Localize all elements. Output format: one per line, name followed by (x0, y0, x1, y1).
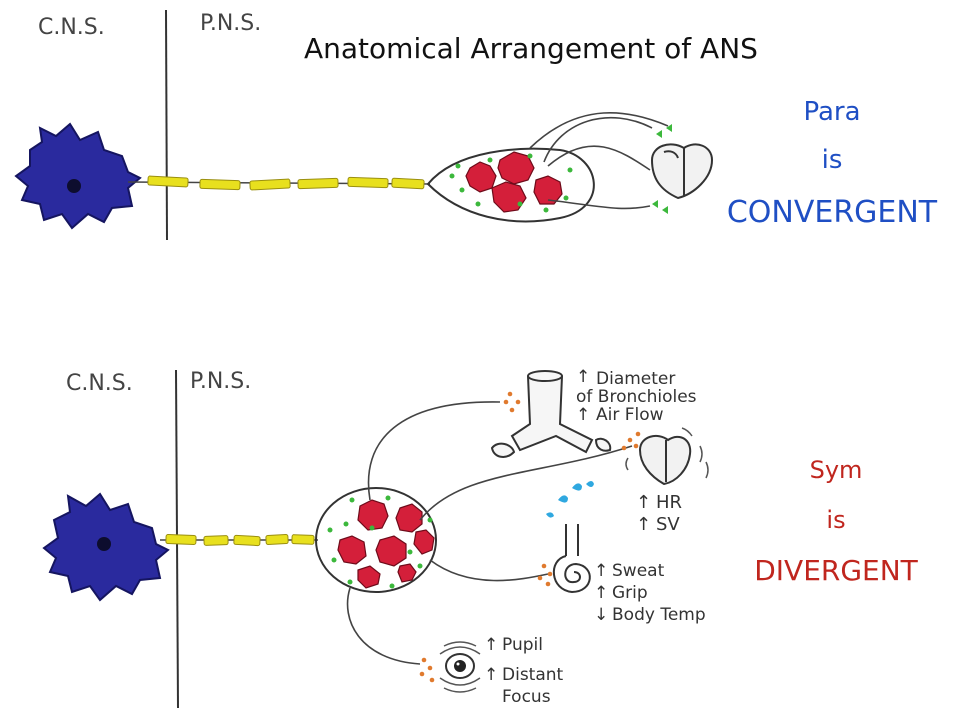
heart-effect-2: SV (656, 514, 680, 535)
heart-effects: ↑ HR ↑ SV (636, 492, 682, 535)
up-arrow-icon: ↑ (576, 405, 590, 425)
up-arrow-icon: ↑ (636, 514, 651, 535)
top-synaptic-dots (449, 153, 573, 213)
skin-effect-3: Body Temp (612, 605, 706, 625)
skin-effect-2: Grip (612, 583, 648, 603)
top-cns-pns-divider (165, 9, 168, 241)
eye-effect-2: Distant (502, 665, 564, 685)
eye-synapses (419, 657, 435, 683)
top-preganglionic-soma (14, 122, 142, 230)
up-arrow-icon: ↑ (484, 635, 498, 655)
bottom-cns-label: C.N.S. (66, 371, 133, 396)
lungs-effects: ↑ Diameter of Bronchioles ↑ Air Flow (576, 367, 697, 425)
up-arrow-icon: ↑ (636, 492, 651, 513)
eye-effect-1: Pupil (502, 635, 543, 655)
top-ganglion (426, 147, 595, 223)
bottom-myelin-sheath (165, 534, 315, 547)
sweat-gland-icon (552, 524, 591, 594)
top-is-word: is (822, 145, 843, 175)
bottom-is-word: is (826, 506, 845, 534)
bronchi-icon (490, 370, 612, 458)
bottom-heart-icon (638, 434, 692, 486)
skin-effects: ↑ Sweat ↑ Grip ↓ Body Temp (594, 561, 706, 625)
heart-synapses (621, 431, 641, 451)
para-word: Para (803, 97, 860, 127)
up-arrow-icon: ↑ (576, 367, 590, 387)
up-arrow-icon: ↑ (594, 561, 608, 581)
heart-effect-1: HR (656, 492, 682, 513)
top-myelin-sheath (147, 175, 425, 191)
up-arrow-icon: ↑ (484, 665, 498, 685)
eye-effect-3: Focus (502, 687, 551, 707)
top-pns-label: P.N.S. (200, 11, 261, 36)
para-convergent-label: Para is CONVERGENT (727, 97, 938, 230)
bottom-soma-nucleus (97, 537, 111, 551)
top-heart-icon (650, 143, 714, 200)
lungs-effect-1: Diameter (596, 369, 675, 389)
top-postganglionic-fibers (529, 111, 669, 210)
skin-effect-1: Sweat (612, 561, 665, 581)
diagram-title: Anatomical Arrangement of ANS (304, 32, 758, 65)
bottom-pns-label: P.N.S. (190, 369, 251, 394)
down-arrow-icon: ↓ (594, 605, 608, 625)
sweat-synapses (537, 563, 553, 587)
lungs-effect-2: of Bronchioles (576, 387, 697, 407)
up-arrow-icon: ↑ (594, 583, 608, 603)
eye-effects: ↑ Pupil ↑ Distant Focus (484, 635, 564, 707)
bottom-synaptic-dots (327, 495, 433, 589)
top-panel: C.N.S. P.N.S. (14, 9, 938, 241)
convergent-word: CONVERGENT (727, 195, 938, 230)
top-cns-label: C.N.S. (38, 15, 105, 40)
heart-vibration-marks (625, 427, 709, 479)
eye-icon (439, 641, 481, 693)
bottom-ganglion-cells (337, 499, 435, 589)
divergent-word: DIVERGENT (754, 554, 918, 587)
top-soma-nucleus (67, 179, 81, 193)
sym-word: Sym (810, 456, 863, 484)
sym-divergent-label: Sym is DIVERGENT (754, 456, 918, 587)
sweat-droplets-icon (546, 481, 594, 518)
lungs-effect-3: Air Flow (596, 405, 664, 425)
bottom-panel: C.N.S. P.N.S. (42, 367, 919, 709)
bottom-ganglion (315, 487, 437, 593)
bottom-postganglionic-fibers (346, 401, 633, 665)
top-ganglion-cells (465, 151, 563, 213)
bronchi-synapses (503, 391, 521, 413)
